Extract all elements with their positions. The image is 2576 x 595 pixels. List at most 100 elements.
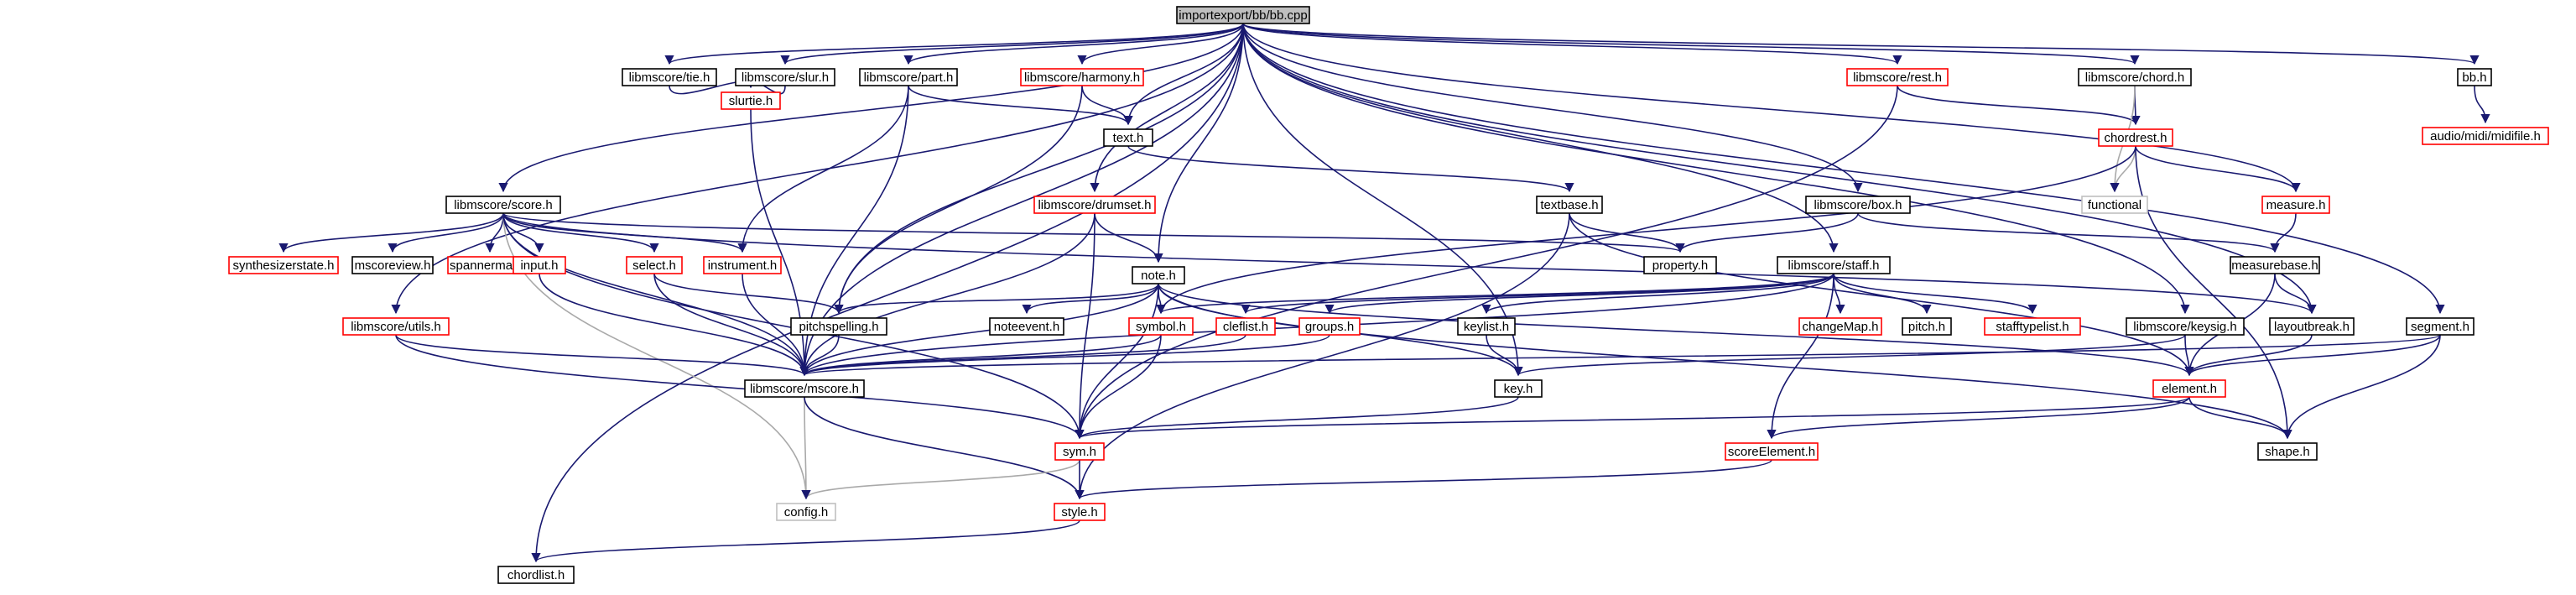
edge-measure_h-to-measurebase_h — [2270, 212, 2297, 253]
edge-libmscore_harmony_h-to-text_h — [1081, 85, 1133, 126]
node-keylist_h[interactable]: keylist.h — [1457, 317, 1516, 336]
node-spannermap_h[interactable]: spannermap.h — [447, 256, 533, 274]
node-box — [1643, 256, 1717, 274]
node-label: sym.h — [1063, 445, 1096, 459]
node-layoutbreak_h[interactable]: layoutbreak.h — [2269, 317, 2355, 336]
node-noteevent_h[interactable]: noteevent.h — [989, 317, 1064, 336]
node-config_h[interactable]: config.h — [776, 503, 836, 521]
node-box — [1846, 68, 1949, 86]
node-libmscore_staff_h[interactable]: libmscore/staff.h — [1777, 256, 1891, 274]
edge-bb_cpp-to-libmscore_chord_h — [1242, 23, 2140, 65]
node-box — [2078, 68, 2192, 86]
node-box — [1054, 442, 1105, 461]
edge-bb_cpp-to-libmscore_harmony_h — [1077, 23, 1244, 65]
node-mscoreview_h[interactable]: mscoreview.h — [351, 256, 434, 274]
node-select_h[interactable]: select.h — [626, 256, 683, 274]
edge-libmscore_part_h-to-text_h — [908, 85, 1133, 126]
edge-bb_cpp-to-bb_h — [1242, 23, 2479, 65]
node-groups_h[interactable]: groups.h — [1298, 317, 1361, 336]
node-changeMap_h[interactable]: changeMap.h — [1798, 317, 1882, 336]
node-libmscore_slur_h[interactable]: libmscore/slur.h — [735, 68, 835, 86]
node-synthesizerstate_h[interactable]: synthesizerstate.h — [228, 256, 339, 274]
edge-note_h-to-pitchspelling_h — [834, 283, 1159, 315]
edge-bb_cpp-to-key_h — [1242, 23, 1523, 377]
node-box — [2081, 196, 2148, 214]
node-cleflist_h[interactable]: cleflist.h — [1215, 317, 1276, 336]
node-instrument_h[interactable]: instrument.h — [703, 256, 782, 274]
node-label: layoutbreak.h — [2274, 320, 2350, 334]
node-label: libmscore/tie.h — [629, 70, 710, 85]
node-bb_cpp[interactable]: importexport/bb/bb.cpp — [1176, 6, 1310, 24]
node-box — [1805, 196, 1911, 214]
node-symbol_h[interactable]: symbol.h — [1128, 317, 1194, 336]
node-note_h[interactable]: note.h — [1132, 266, 1185, 284]
node-chordlist_h[interactable]: chordlist.h — [497, 566, 575, 584]
node-label: measure.h — [2266, 198, 2326, 212]
edge-sym_h-to-config_h — [801, 459, 1080, 500]
node-libmscore_utils_h[interactable]: libmscore/utils.h — [342, 317, 450, 336]
edge-bb_cpp-to-text_h — [1123, 23, 1244, 126]
node-bb_h[interactable]: bb.h — [2457, 68, 2492, 86]
edge-libmscore_utils_h-to-sym_h — [395, 334, 1085, 440]
node-label: pitchspelling.h — [799, 320, 878, 334]
node-libmscore_keysig_h[interactable]: libmscore/keysig.h — [2126, 317, 2245, 336]
node-box — [2230, 256, 2320, 274]
node-libmscore_tie_h[interactable]: libmscore/tie.h — [622, 68, 717, 86]
edge-libmscore_staff_h-to-groups_h — [1324, 273, 1834, 315]
edge-libmscore_box_h-to-property_h — [1675, 212, 1859, 253]
node-pitchspelling_h[interactable]: pitchspelling.h — [790, 317, 887, 336]
node-box — [1298, 317, 1361, 336]
node-scoreElement_h[interactable]: scoreElement.h — [1725, 442, 1819, 461]
node-libmscore_box_h[interactable]: libmscore/box.h — [1805, 196, 1911, 214]
node-box — [989, 317, 1064, 336]
edge-bb_cpp-to-measure_h — [1242, 23, 2301, 193]
node-audio_midi_midifile_h[interactable]: audio/midi/midifile.h — [2422, 127, 2549, 145]
edge-libmscore_box_h-to-measurebase_h — [1857, 212, 2280, 253]
node-segment_h[interactable]: segment.h — [2406, 317, 2475, 336]
node-style_h[interactable]: style.h — [1054, 503, 1106, 521]
node-libmscore_chord_h[interactable]: libmscore/chord.h — [2078, 68, 2192, 86]
node-pitch_h[interactable]: pitch.h — [1902, 317, 1952, 336]
node-shape_h[interactable]: shape.h — [2257, 442, 2318, 461]
node-box — [622, 68, 717, 86]
node-input_h[interactable]: input.h — [513, 256, 566, 274]
edge-instrument_h-to-libmscore_mscore_h — [742, 273, 809, 377]
node-box — [1103, 128, 1153, 147]
node-text_h[interactable]: text.h — [1103, 128, 1153, 147]
edge-input_h-to-libmscore_mscore_h — [539, 273, 809, 377]
node-slurtie_h[interactable]: slurtie.h — [721, 91, 781, 110]
edge-libmscore_drumset_h-to-sym_h — [1075, 212, 1095, 440]
node-label: scoreElement.h — [1728, 445, 1815, 459]
node-measure_h[interactable]: measure.h — [2261, 196, 2330, 214]
node-box — [1033, 196, 1156, 214]
node-measurebase_h[interactable]: measurebase.h — [2230, 256, 2320, 274]
node-box — [1457, 317, 1516, 336]
edge-libmscore_staff_h-to-symbol_h — [1156, 273, 1834, 315]
node-box — [2457, 68, 2492, 86]
node-element_h[interactable]: element.h — [2152, 379, 2226, 398]
node-chordrest_h[interactable]: chordrest.h — [2098, 128, 2173, 147]
node-label: instrument.h — [708, 258, 778, 273]
node-stafftypelist_h[interactable]: stafftypelist.h — [1984, 317, 2081, 336]
node-libmscore_score_h[interactable]: libmscore/score.h — [445, 196, 561, 214]
node-label: chordlist.h — [507, 568, 565, 582]
node-libmscore_mscore_h[interactable]: libmscore/mscore.h — [744, 379, 865, 398]
node-libmscore_drumset_h[interactable]: libmscore/drumset.h — [1033, 196, 1156, 214]
edge-libmscore_rest_h-to-sym_h — [1075, 85, 1898, 440]
node-label: functional — [2088, 198, 2141, 212]
edge-libmscore_rest_h-to-chordrest_h — [1897, 85, 2141, 126]
node-libmscore_harmony_h[interactable]: libmscore/harmony.h — [1020, 68, 1144, 86]
node-label: bb.h — [2462, 70, 2486, 85]
node-box — [1494, 379, 1543, 398]
node-box — [776, 503, 836, 521]
node-sym_h[interactable]: sym.h — [1054, 442, 1105, 461]
node-property_h[interactable]: property.h — [1643, 256, 1717, 274]
edge-bb_cpp-to-libmscore_keysig_h — [1242, 23, 2190, 315]
node-textbase_h[interactable]: textbase.h — [1536, 196, 1603, 214]
node-label: segment.h — [2411, 320, 2469, 334]
node-libmscore_part_h[interactable]: libmscore/part.h — [859, 68, 958, 86]
node-libmscore_rest_h[interactable]: libmscore/rest.h — [1846, 68, 1949, 86]
node-key_h[interactable]: key.h — [1494, 379, 1543, 398]
node-functional[interactable]: functional — [2081, 196, 2148, 214]
node-box — [513, 256, 566, 274]
